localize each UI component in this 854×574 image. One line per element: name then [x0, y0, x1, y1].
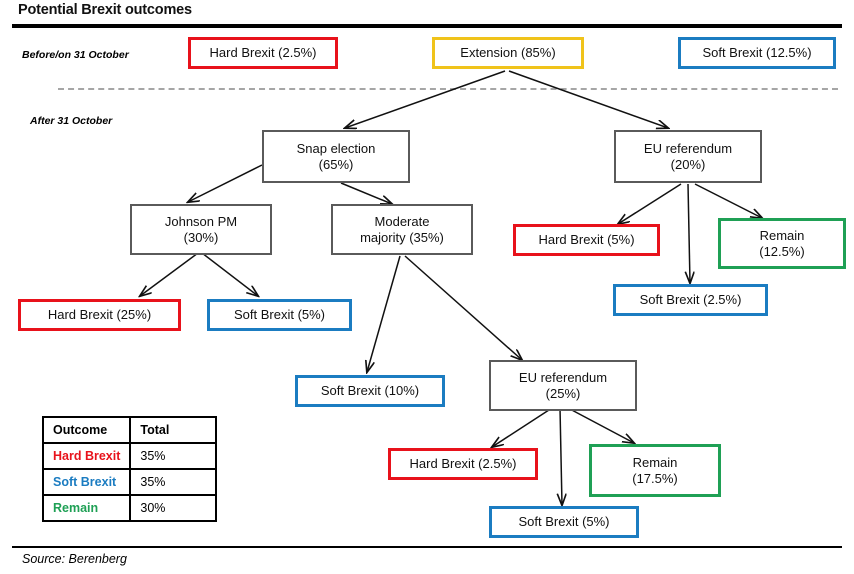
- phase-label-after: After 31 October: [30, 115, 113, 127]
- edge-moderate-majority-soft-brexit: [367, 255, 401, 372]
- node-soft-brexit-ref-upper[interactable]: Soft Brexit (2.5%): [613, 284, 768, 316]
- header-rule: [12, 24, 842, 28]
- node-remain-upper[interactable]: Remain (12.5%): [718, 218, 846, 269]
- table-row: Remain 30%: [41, 494, 218, 522]
- edge-extension-snap-election: [345, 70, 506, 128]
- node-eu-referendum-upper[interactable]: EU referendum (20%): [614, 130, 762, 183]
- edge-eu-referendum-lower-remain: [567, 407, 634, 443]
- edge-eu-referendum-upper-soft-brexit: [688, 183, 690, 283]
- cell-total-soft-brexit: 35%: [129, 468, 218, 496]
- node-soft-brexit-top[interactable]: Soft Brexit (12.5%): [678, 37, 836, 69]
- node-moderate-majority[interactable]: Moderate majority (35%): [331, 204, 473, 255]
- node-soft-brexit-johnson[interactable]: Soft Brexit (5%): [207, 299, 352, 331]
- cell-outcome-hard-brexit: Hard Brexit: [41, 442, 132, 470]
- node-extension[interactable]: Extension (85%): [432, 37, 584, 69]
- cell-outcome-soft-brexit: Soft Brexit: [41, 468, 132, 496]
- page-title: Potential Brexit outcomes: [18, 2, 192, 18]
- edge-eu-referendum-lower-hard-brexit: [492, 407, 553, 447]
- node-soft-brexit-ref-lower[interactable]: Soft Brexit (5%): [489, 506, 639, 538]
- edge-johnson-pm-hard-brexit: [140, 252, 199, 296]
- node-soft-brexit-moderate[interactable]: Soft Brexit (10%): [295, 375, 445, 407]
- cell-total-remain: 30%: [129, 494, 218, 522]
- footer-rule: [12, 546, 842, 548]
- node-eu-referendum-lower[interactable]: EU referendum (25%): [489, 360, 637, 411]
- column-header-total: Total: [129, 416, 218, 444]
- cell-total-hard-brexit: 35%: [129, 442, 218, 470]
- edge-snap-election-johnson-pm: [188, 164, 263, 202]
- node-hard-brexit-ref-upper[interactable]: Hard Brexit (5%): [513, 224, 660, 256]
- column-header-outcome: Outcome: [41, 416, 132, 444]
- node-remain-lower[interactable]: Remain (17.5%): [589, 444, 721, 497]
- table-row: Hard Brexit 35%: [41, 442, 218, 470]
- edge-moderate-majority-eu-referendum-lower: [404, 255, 522, 360]
- phase-label-before: Before/on 31 October: [22, 49, 129, 61]
- edge-snap-election-moderate-majority: [340, 182, 392, 204]
- table-header-row: Outcome Total: [41, 416, 218, 444]
- summary-table: Outcome Total Hard Brexit 35% Soft Brexi…: [41, 416, 218, 522]
- edge-eu-referendum-lower-soft-brexit: [560, 407, 562, 505]
- node-hard-brexit-top[interactable]: Hard Brexit (2.5%): [188, 37, 338, 69]
- source-note: Source: Berenberg: [22, 552, 127, 566]
- table-row: Soft Brexit 35%: [41, 468, 218, 496]
- edge-johnson-pm-soft-brexit: [201, 252, 258, 296]
- node-hard-brexit-ref-lower[interactable]: Hard Brexit (2.5%): [388, 448, 538, 480]
- node-snap-election[interactable]: Snap election (65%): [262, 130, 410, 183]
- edge-eu-referendum-upper-remain: [694, 183, 762, 218]
- node-johnson-pm[interactable]: Johnson PM (30%): [130, 204, 272, 255]
- timeline-divider: [58, 88, 838, 90]
- edge-extension-eu-referendum-upper: [508, 70, 668, 128]
- cell-outcome-remain: Remain: [41, 494, 132, 522]
- edge-eu-referendum-upper-hard-brexit: [618, 183, 682, 224]
- node-hard-brexit-johnson[interactable]: Hard Brexit (25%): [18, 299, 181, 331]
